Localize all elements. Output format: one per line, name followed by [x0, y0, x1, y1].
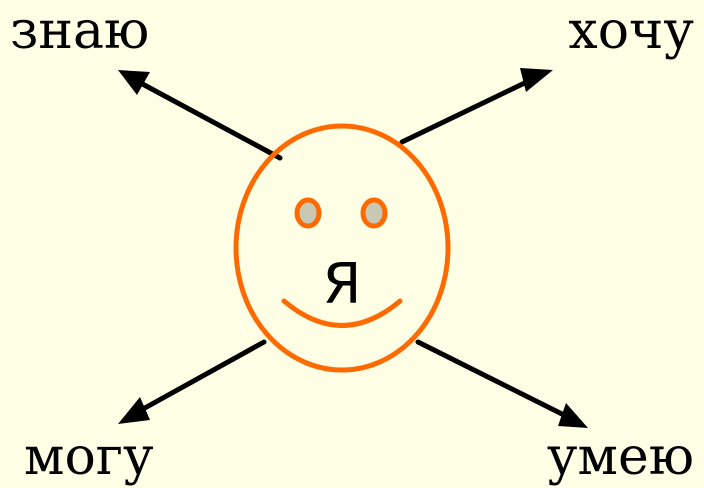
label-top-left: знаю: [10, 1, 149, 61]
smile-mouth: [281, 298, 403, 328]
left-eye: [294, 197, 322, 229]
smiley-face-icon: Я: [233, 123, 451, 373]
face-outline: [233, 123, 451, 373]
arrow-bottom-left: [118, 339, 267, 424]
label-bottom-left: могу: [24, 427, 154, 487]
label-top-right: хочу: [568, 1, 694, 61]
arrow-top-right: [399, 68, 553, 145]
right-eye: [360, 197, 388, 229]
arrow-bottom-right: [415, 339, 588, 428]
label-bottom-right: умею: [547, 427, 694, 487]
arrow-top-left: [118, 70, 283, 161]
center-label: Я: [323, 252, 362, 317]
